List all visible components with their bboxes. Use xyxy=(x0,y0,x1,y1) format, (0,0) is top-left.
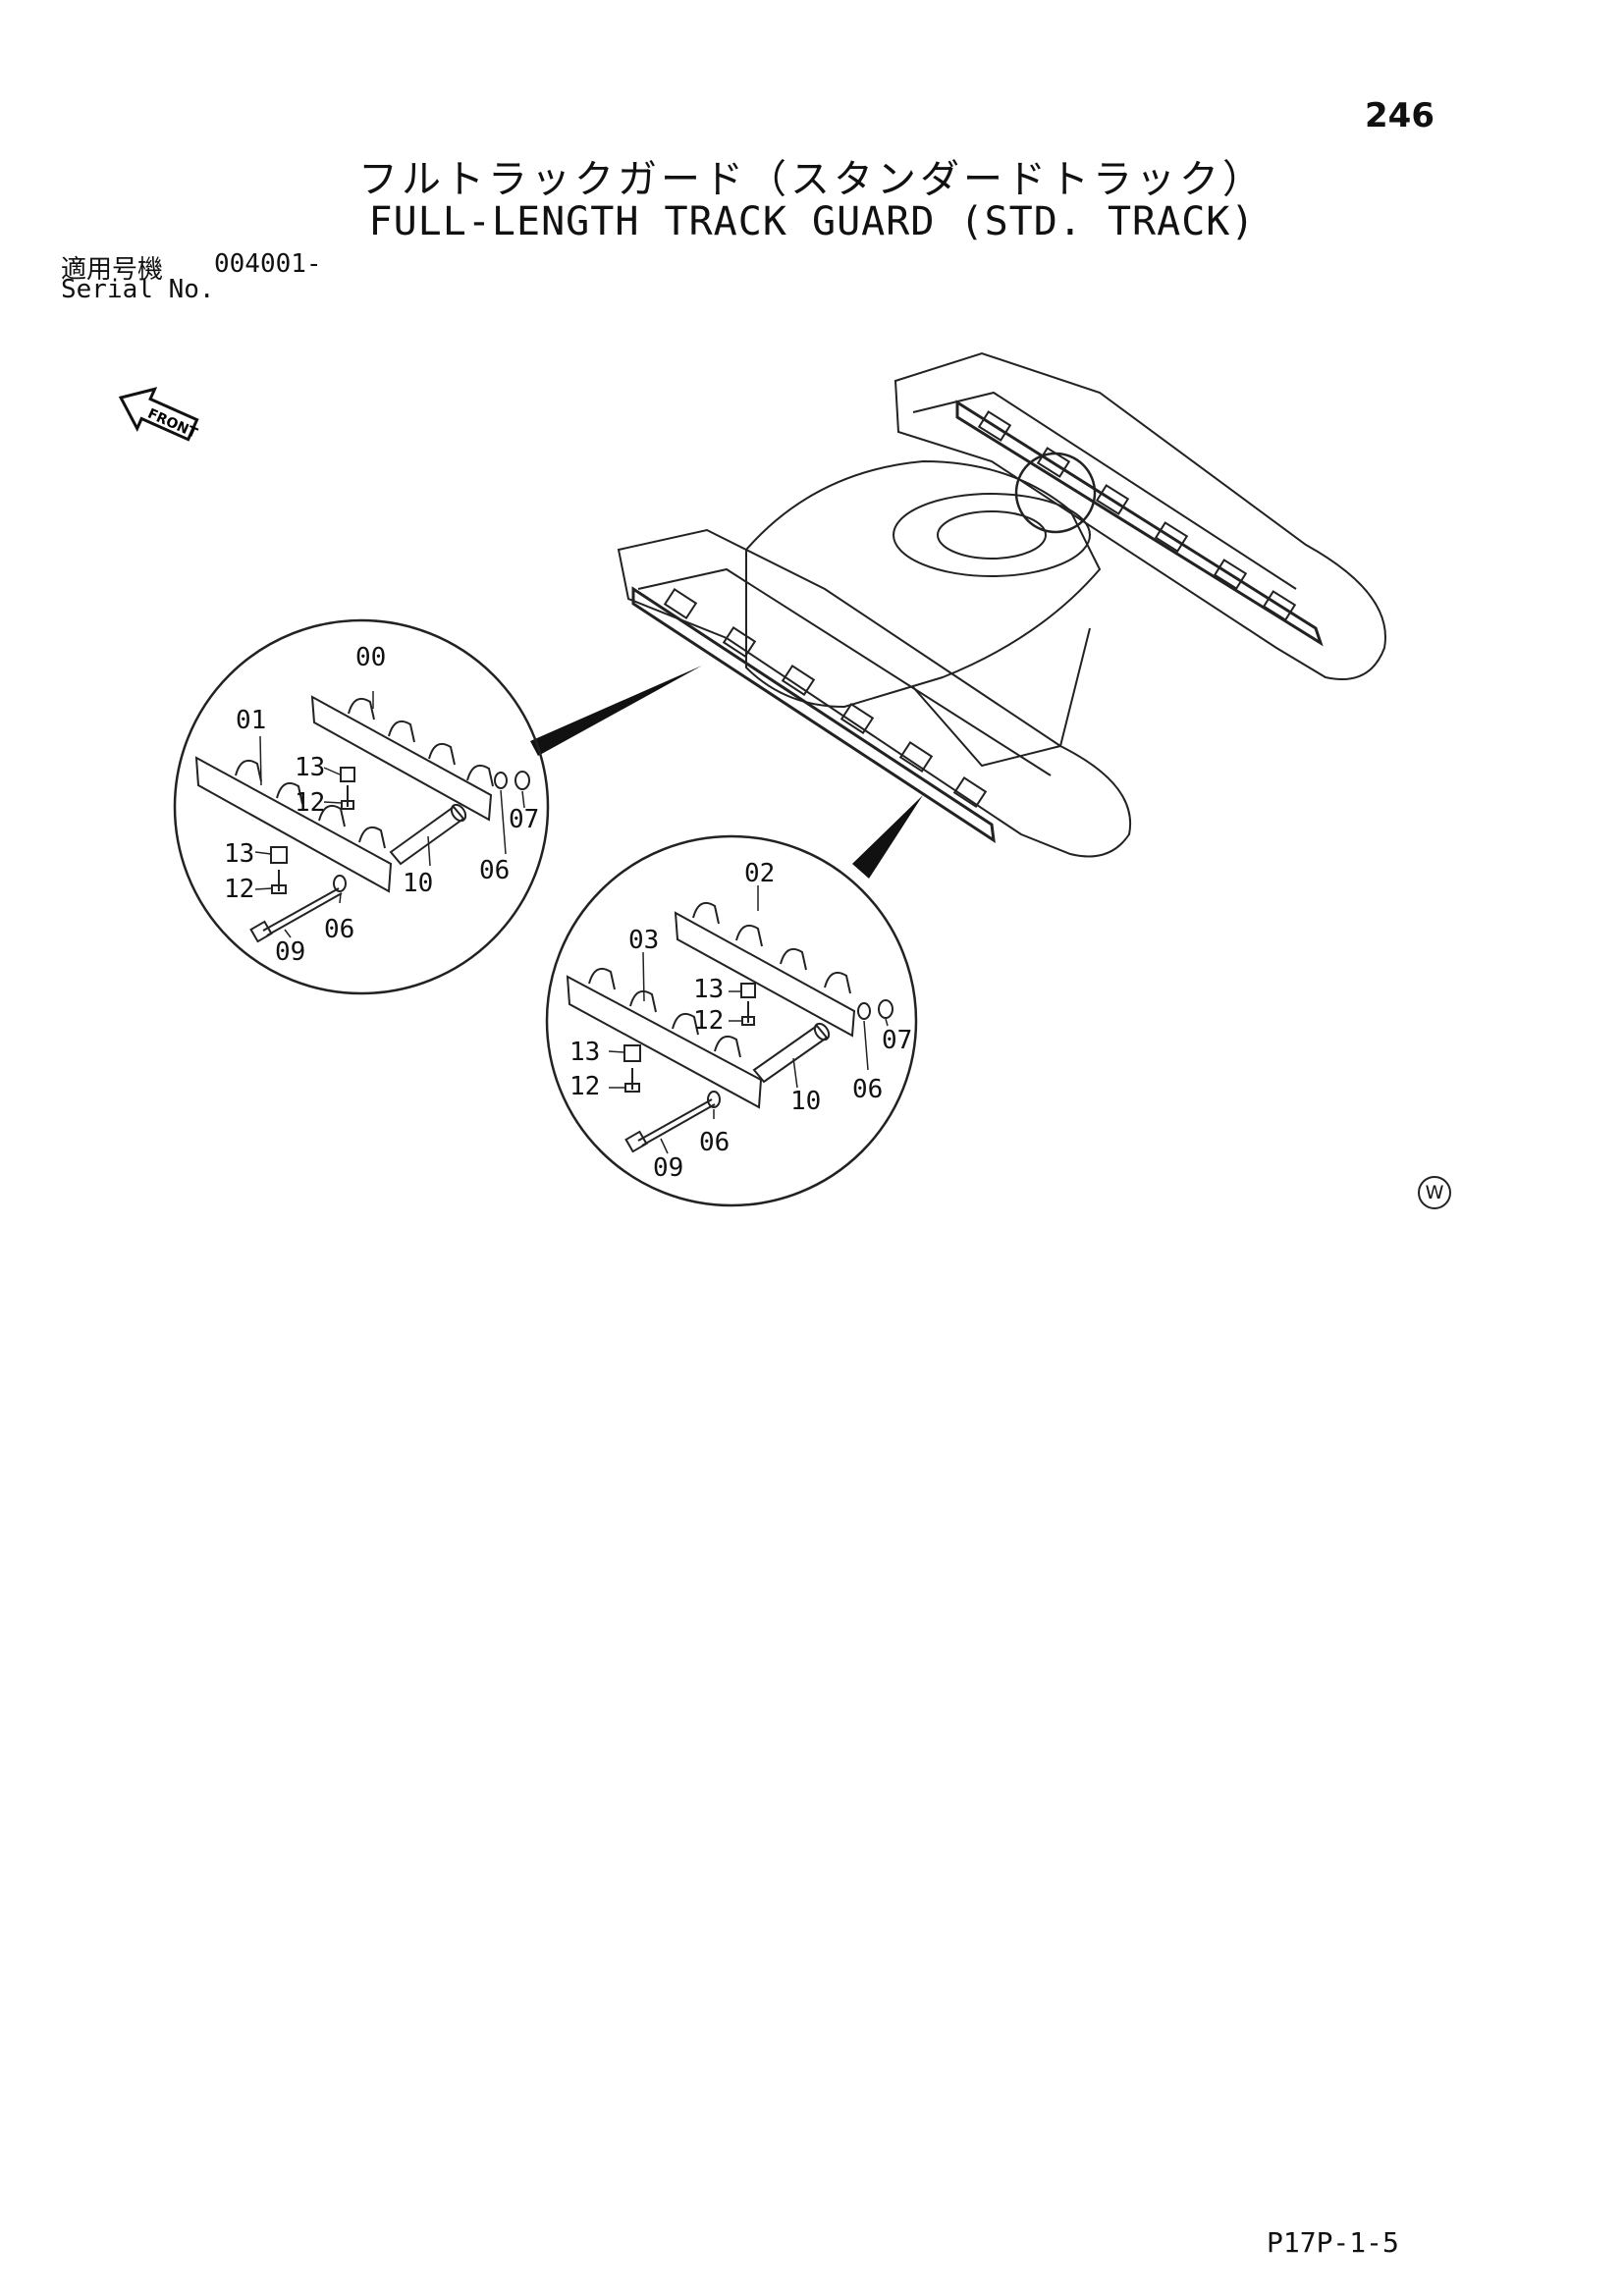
footer-page-code: P17P-1-5 xyxy=(1267,2226,1399,2259)
serial-label-japanese: 適用号機 xyxy=(61,255,164,285)
callout-13: 13 xyxy=(693,975,724,1004)
lower-detail-pointer xyxy=(852,795,923,879)
callout-13: 13 xyxy=(224,839,254,869)
lower-detail-view: 02 03 13 12 13 12 09 06 10 06 07 xyxy=(545,834,918,1207)
callout-00: 00 xyxy=(355,643,386,672)
callout-07: 07 xyxy=(882,1026,912,1055)
upper-detail-pointer xyxy=(530,666,702,756)
serial-label-english: Serial No. xyxy=(61,275,215,304)
title-english: FULL-LENGTH TRACK GUARD (STD. TRACK) xyxy=(368,199,1256,244)
callout-12: 12 xyxy=(693,1006,724,1036)
callout-02: 02 xyxy=(744,859,775,888)
upper-detail-view: 00 01 13 12 13 12 09 06 10 06 07 xyxy=(173,618,550,995)
callout-03: 03 xyxy=(628,926,659,955)
callout-13: 13 xyxy=(295,753,325,782)
page-number: 246 xyxy=(1365,96,1435,135)
callout-09: 09 xyxy=(275,937,305,967)
callout-10: 10 xyxy=(403,869,433,898)
callout-01: 01 xyxy=(236,706,266,735)
front-arrow-icon: FRONT xyxy=(118,387,200,442)
callout-10: 10 xyxy=(790,1087,821,1116)
callout-06: 06 xyxy=(699,1128,730,1157)
undercarriage-overview xyxy=(617,351,1386,858)
callout-12: 12 xyxy=(224,875,254,904)
serial-number-value: 004001- xyxy=(214,249,322,279)
callout-12: 12 xyxy=(295,788,325,818)
callout-13: 13 xyxy=(569,1038,600,1067)
callout-06: 06 xyxy=(479,856,510,885)
title-japanese: フルトラックガード（スタンダードトラック） xyxy=(358,157,1266,202)
w-mark-icon: W xyxy=(1418,1176,1451,1209)
callout-06: 06 xyxy=(852,1075,883,1104)
callout-12: 12 xyxy=(569,1072,600,1101)
callout-07: 07 xyxy=(509,805,539,834)
callout-06: 06 xyxy=(324,915,354,944)
callout-09: 09 xyxy=(653,1153,683,1183)
